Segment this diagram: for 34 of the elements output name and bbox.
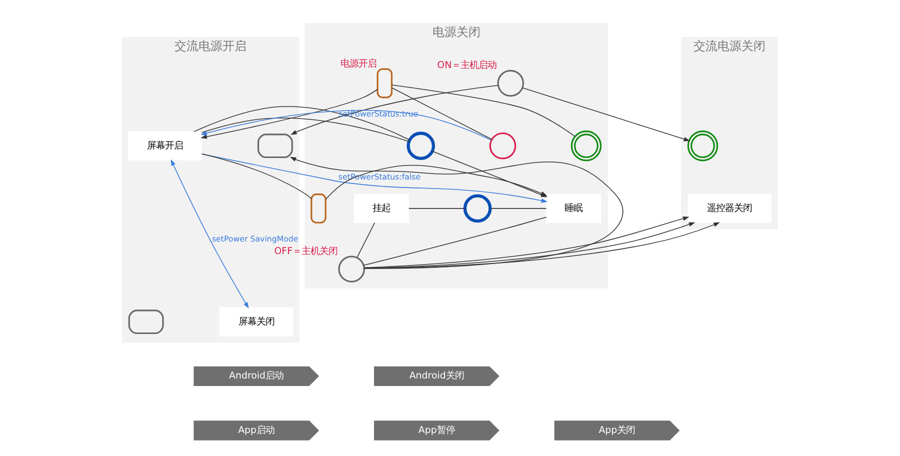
node-clock <box>406 132 436 160</box>
node-box: 挂起 <box>354 194 410 224</box>
node-power <box>570 130 602 162</box>
arrow <box>522 87 690 142</box>
node-clock <box>463 194 492 223</box>
node-circle <box>497 70 524 97</box>
connector <box>408 208 466 209</box>
connector <box>193 106 410 142</box>
node-label: ON＝主机启动 <box>437 60 497 71</box>
arrow <box>290 85 498 135</box>
node-label: 电源开启 <box>340 58 376 70</box>
arrow <box>290 156 624 269</box>
node-label: OFF＝主机关闭 <box>274 246 338 257</box>
connector <box>201 154 312 200</box>
connector <box>392 87 492 140</box>
arrow <box>200 110 492 141</box>
node-remote <box>376 68 393 98</box>
node-monitor <box>128 310 164 334</box>
connector <box>364 216 547 266</box>
node-box: 睡眠 <box>546 194 602 224</box>
connector <box>391 84 576 137</box>
connector <box>356 222 376 258</box>
node-circle <box>489 132 516 160</box>
node-box: 屏幕开启 <box>128 131 202 160</box>
connector <box>490 208 547 209</box>
node-box: 遥控器关闭 <box>688 194 772 224</box>
node-monitor <box>257 134 293 158</box>
edge-label: setPower SavingMode <box>212 234 298 244</box>
node-box: 屏幕关闭 <box>219 307 294 336</box>
arrow <box>170 159 249 309</box>
arrow <box>200 88 378 139</box>
node-remote <box>310 194 326 224</box>
node-circle <box>338 256 365 282</box>
node-power <box>687 130 718 162</box>
